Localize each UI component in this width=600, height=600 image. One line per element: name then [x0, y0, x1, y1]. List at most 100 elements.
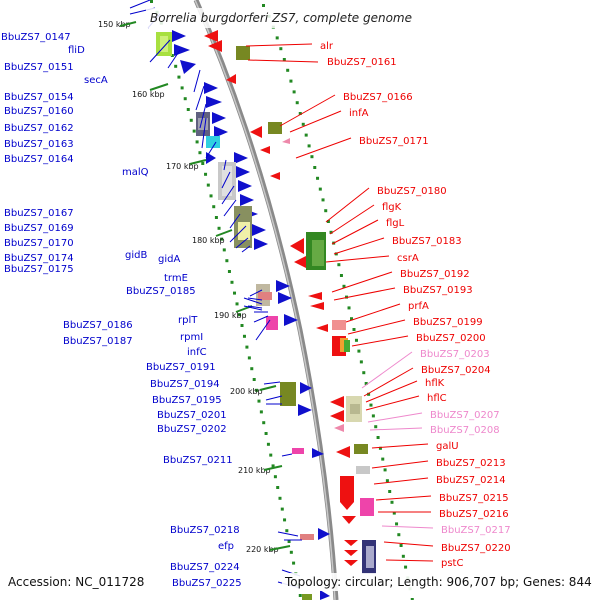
gene-label[interactable]: BbuZS7_0187 — [63, 336, 133, 347]
gene-label[interactable]: BbuZS7_0217 — [441, 525, 511, 536]
gene-label[interactable]: BbuZS7_0183 — [392, 236, 462, 247]
gene-arrow[interactable] — [334, 424, 344, 432]
gene-block[interactable] — [236, 46, 250, 60]
gene-arrow[interactable] — [284, 314, 298, 326]
gene-label[interactable]: BbuZS7_0154 — [4, 92, 74, 103]
gene-label[interactable]: BbuZS7_0195 — [152, 395, 222, 406]
gene-label[interactable]: BbuZS7_0163 — [4, 139, 74, 150]
gene-label[interactable]: BbuZS7_0203 — [420, 349, 490, 360]
gene-arrow[interactable] — [172, 30, 186, 42]
gene-label[interactable]: fliD — [68, 45, 85, 56]
gene-label[interactable]: BbuZS7_0207 — [430, 410, 500, 421]
gene-arrow[interactable] — [318, 528, 330, 540]
gene-label[interactable]: BbuZS7_0224 — [170, 562, 240, 573]
gene-arrow[interactable] — [330, 410, 344, 422]
gene-arrow[interactable] — [336, 446, 350, 458]
gene-label[interactable]: BbuZS7_0171 — [359, 136, 429, 147]
gene-label[interactable]: secA — [84, 75, 108, 86]
gene-label[interactable]: BbuZS7_0167 — [4, 208, 74, 219]
gene-arrow[interactable] — [300, 382, 312, 394]
gene-block[interactable] — [266, 316, 278, 330]
gene-label[interactable]: BbuZS7_0166 — [343, 92, 413, 103]
gene-arrow[interactable] — [236, 166, 250, 178]
gene-block[interactable] — [300, 534, 314, 540]
gene-arrow[interactable] — [250, 126, 262, 138]
gene-label[interactable]: BbuZS7_0160 — [4, 106, 74, 117]
gene-arrow[interactable] — [206, 96, 222, 108]
gene-label[interactable]: BbuZS7_0204 — [421, 365, 491, 376]
gene-label[interactable]: BbuZS7_0161 — [327, 57, 397, 68]
gene-block[interactable] — [206, 136, 220, 148]
gene-label[interactable]: BbuZS7_0185 — [126, 286, 196, 297]
gene-arrow[interactable] — [174, 44, 190, 56]
gene-arrow[interactable] — [344, 550, 358, 556]
gene-arrow[interactable] — [180, 60, 196, 74]
gene-label[interactable]: BbuZS7_0186 — [63, 320, 133, 331]
gene-block[interactable] — [280, 382, 296, 406]
gene-label[interactable]: BbuZS7_0180 — [377, 186, 447, 197]
gene-label[interactable]: BbuZS7_0170 — [4, 238, 74, 249]
gene-label[interactable]: BbuZS7_0208 — [430, 425, 500, 436]
gene-arrow[interactable] — [340, 502, 354, 510]
gene-label[interactable]: efp — [218, 541, 234, 552]
gene-label[interactable]: BbuZS7_0220 — [441, 543, 511, 554]
gene-block[interactable] — [198, 118, 208, 130]
gene-block[interactable] — [350, 404, 360, 414]
gene-label[interactable]: BbuZS7_0191 — [146, 362, 216, 373]
gene-arrow[interactable] — [344, 560, 358, 566]
gene-label[interactable]: galU — [436, 441, 459, 452]
gene-label[interactable]: gidB — [125, 250, 147, 261]
gene-arrow[interactable] — [252, 224, 266, 236]
gene-arrow[interactable] — [254, 238, 268, 250]
gene-arrow[interactable] — [290, 238, 304, 254]
gene-label[interactable]: BbuZS7_0193 — [403, 285, 473, 296]
gene-label[interactable]: csrA — [397, 253, 419, 264]
gene-label[interactable]: gidA — [158, 254, 180, 265]
gene-label[interactable]: BbuZS7_0201 — [157, 410, 227, 421]
gene-block[interactable] — [312, 240, 324, 266]
gene-arrow[interactable] — [276, 280, 290, 292]
gene-label[interactable]: BbuZS7_0164 — [4, 154, 74, 165]
gene-block[interactable] — [344, 340, 350, 352]
gene-block[interactable] — [366, 546, 374, 568]
gene-label[interactable]: BbuZS7_0213 — [436, 458, 506, 469]
gene-label[interactable]: BbuZS7_0199 — [413, 317, 483, 328]
gene-arrow[interactable] — [238, 180, 252, 192]
gene-arrow[interactable] — [214, 126, 228, 138]
gene-arrow[interactable] — [342, 516, 356, 524]
gene-block[interactable] — [292, 448, 304, 454]
gene-label[interactable]: malQ — [122, 167, 149, 178]
gene-block[interactable] — [222, 166, 232, 196]
gene-label[interactable]: BbuZS7_0214 — [436, 475, 506, 486]
gene-block[interactable] — [340, 476, 354, 502]
gene-label[interactable]: BbuZS7_0174 — [4, 253, 74, 264]
gene-block[interactable] — [356, 466, 370, 474]
gene-label[interactable]: BbuZS7_0216 — [439, 509, 509, 520]
gene-arrow[interactable] — [330, 396, 344, 408]
gene-label[interactable]: BbuZS7_0194 — [150, 379, 220, 390]
gene-arrow[interactable] — [282, 138, 290, 144]
gene-label[interactable]: prfA — [408, 301, 429, 312]
gene-label[interactable]: BbuZS7_0218 — [170, 525, 240, 536]
gene-arrow[interactable] — [294, 256, 306, 268]
gene-label[interactable]: BbuZS7_0202 — [157, 424, 227, 435]
gene-arrow[interactable] — [278, 292, 292, 304]
gene-block[interactable] — [268, 122, 282, 134]
gene-arrow[interactable] — [270, 172, 280, 180]
gene-arrow[interactable] — [310, 302, 324, 310]
gene-label[interactable]: BbuZS7_0225 — [172, 578, 242, 589]
gene-arrow[interactable] — [206, 152, 216, 164]
gene-label[interactable]: rplT — [178, 315, 198, 326]
gene-arrow[interactable] — [320, 590, 330, 600]
gene-label[interactable]: BbuZS7_0200 — [416, 333, 486, 344]
gene-label[interactable]: rpmI — [180, 332, 203, 343]
gene-arrow[interactable] — [226, 74, 236, 84]
gene-label[interactable]: infC — [187, 347, 207, 358]
gene-label[interactable]: BbuZS7_0215 — [439, 493, 509, 504]
gene-label[interactable]: BbuZS7_0175 — [4, 264, 74, 275]
gene-label[interactable]: pstC — [441, 558, 463, 569]
gene-label[interactable]: hflK — [425, 378, 445, 389]
gene-arrow[interactable] — [298, 404, 312, 416]
gene-label[interactable]: BbuZS7_0151 — [4, 62, 74, 73]
gene-label[interactable]: BbuZS7_0169 — [4, 223, 74, 234]
